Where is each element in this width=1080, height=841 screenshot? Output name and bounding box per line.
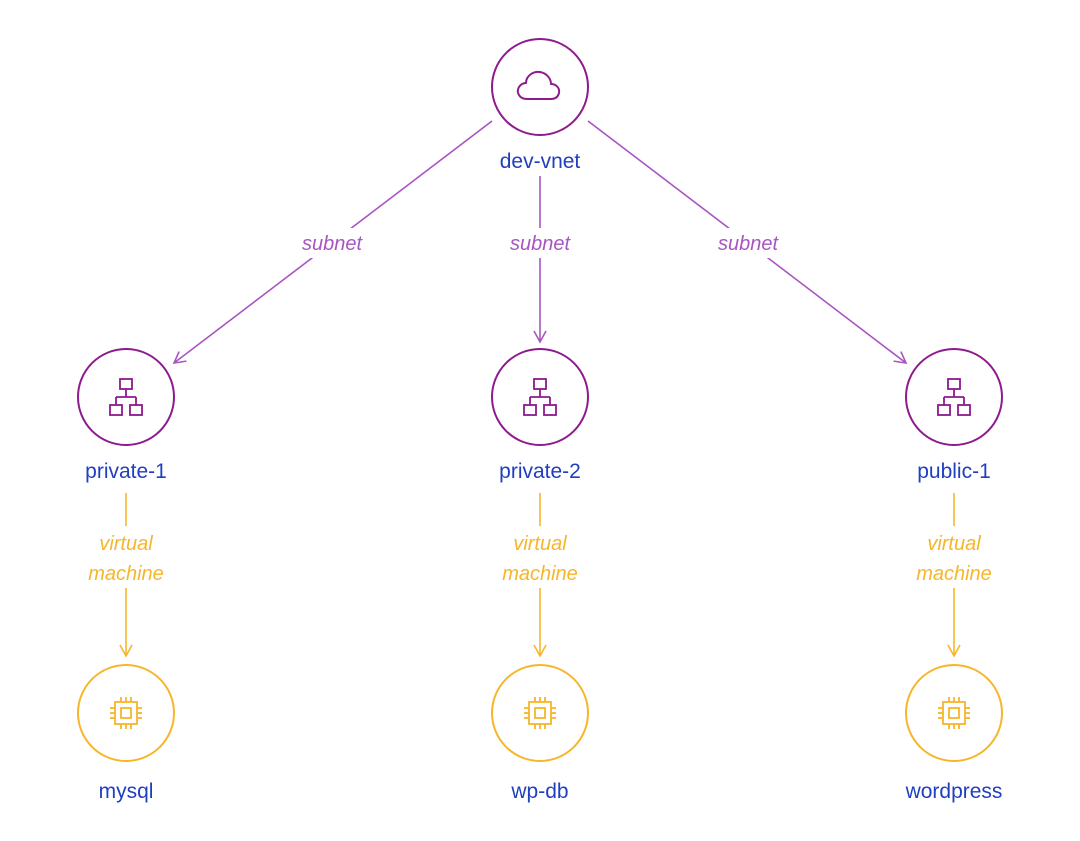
network-hierarchy-icon <box>109 378 143 416</box>
cpu-chip-icon <box>524 697 556 729</box>
node-private-1[interactable]: private-1 <box>70 348 182 486</box>
edge-label-vm-3-line2: machine <box>916 563 992 585</box>
edge-label-vm-3-line1: virtual <box>927 533 981 555</box>
cpu-chip-icon <box>110 697 142 729</box>
node-label-public-1: public-1 <box>917 460 991 483</box>
cpu-chip-icon <box>938 697 970 729</box>
node-mysql[interactable]: mysql <box>77 664 175 803</box>
node-label-wordpress: wordpress <box>905 780 1003 803</box>
network-hierarchy-icon <box>937 378 971 416</box>
node-label-wp-db: wp-db <box>510 780 568 803</box>
node-wp-db[interactable]: wp-db <box>491 664 589 803</box>
edge-label-subnet-2: subnet <box>510 233 571 255</box>
edge-label-vm-1-line1: virtual <box>99 533 153 555</box>
edge-label-subnet-3: subnet <box>718 233 779 255</box>
node-label-dev-vnet: dev-vnet <box>500 150 581 173</box>
node-private-2[interactable]: private-2 <box>484 348 596 486</box>
node-public-1[interactable]: public-1 <box>898 348 1010 486</box>
node-wordpress[interactable]: wordpress <box>905 664 1003 803</box>
node-label-private-1: private-1 <box>85 460 167 483</box>
edge-label-vm-2-line2: machine <box>502 563 578 585</box>
edge-label-vm-1-line2: machine <box>88 563 164 585</box>
edge-label-vm-2-line1: virtual <box>513 533 567 555</box>
edge-label-subnet-1: subnet <box>302 233 363 255</box>
vm-edge-labels: virtual machine virtual machine virtual … <box>76 526 1004 588</box>
subnet-edge-labels: subnet subnet subnet <box>286 228 794 258</box>
network-hierarchy-icon <box>523 378 557 416</box>
cloud-icon <box>516 70 561 100</box>
node-label-mysql: mysql <box>99 780 154 803</box>
node-label-private-2: private-2 <box>499 460 581 483</box>
node-dev-vnet[interactable]: dev-vnet <box>484 38 596 176</box>
